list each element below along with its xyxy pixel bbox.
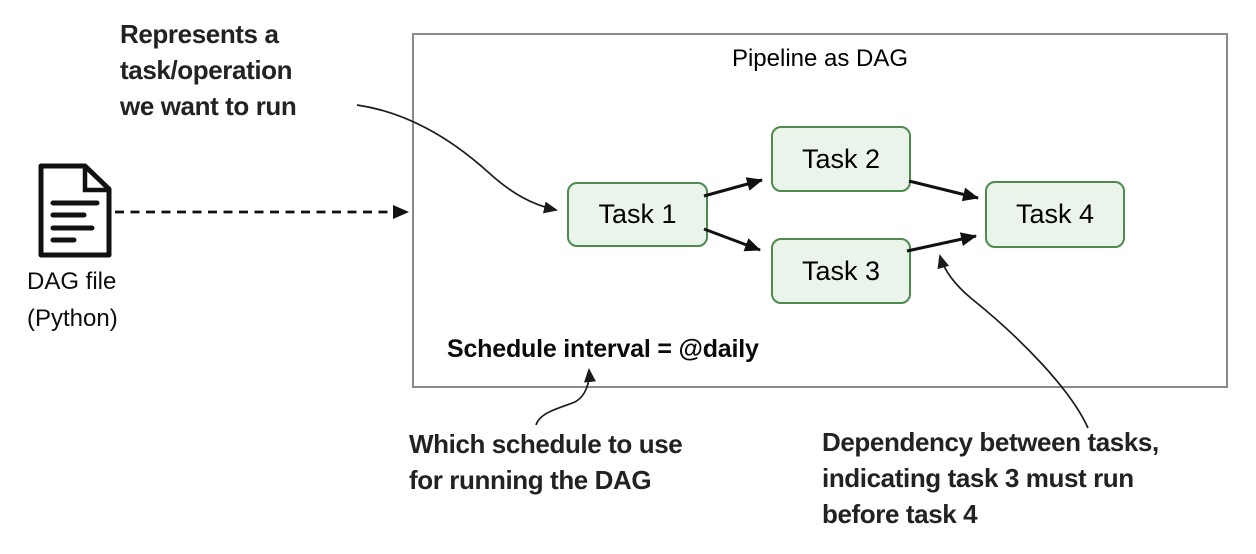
dependency-note-line: indicating task 3 must run (822, 463, 1134, 493)
schedule-note-line: Which schedule to use (409, 429, 683, 459)
dag-file-label: DAG file (Python) (27, 263, 118, 337)
task-note-line: Represents a (120, 19, 279, 49)
task-node-4: Task 4 (985, 181, 1125, 248)
dag-file-label-line: (Python) (27, 305, 118, 332)
task-note-line: task/operation (120, 55, 293, 85)
pipeline-title: Pipeline as DAG (731, 45, 909, 72)
dependency-note-line: Dependency between tasks, (822, 427, 1159, 457)
schedule-note-line: for running the DAG (409, 465, 652, 495)
task-node-1: Task 1 (567, 182, 708, 247)
schedule-note: Which schedule to use for running the DA… (409, 426, 683, 498)
task-node-3: Task 3 (771, 238, 911, 304)
dependency-note-line: before task 4 (822, 499, 978, 529)
dependency-note: Dependency between tasks, indicating tas… (822, 424, 1159, 532)
task-node-2: Task 2 (771, 126, 911, 192)
dag-file-label-line: DAG file (27, 268, 117, 295)
pipeline-container: Pipeline as DAG Task 1 Task 2 Task 3 Tas… (412, 33, 1228, 388)
document-icon (38, 163, 112, 258)
task-note-line: we want to run (120, 91, 297, 121)
schedule-interval-label: Schedule interval = @daily (447, 335, 759, 363)
task-note: Represents a task/operation we want to r… (120, 16, 297, 124)
